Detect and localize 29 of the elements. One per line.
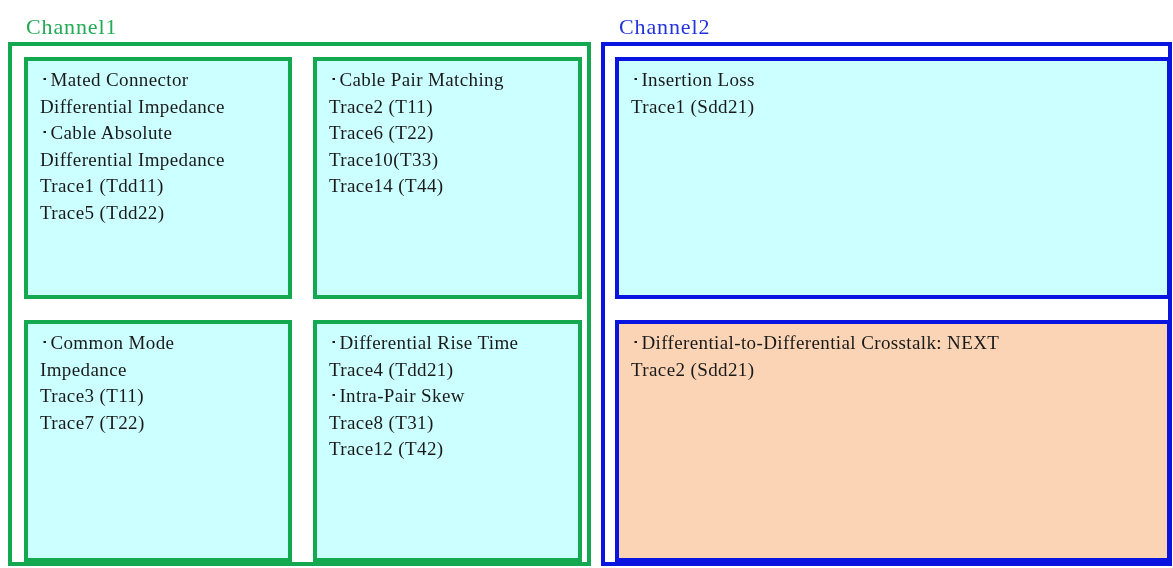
measurement-text: Trace2 (T11) bbox=[329, 94, 434, 119]
measurement-text: Trace14 (T44) bbox=[329, 174, 445, 198]
measurement-text: Trace3 (T11) bbox=[40, 384, 145, 408]
measurement-text: Trace1 (Tdd11) bbox=[40, 174, 165, 198]
measurement-box bbox=[313, 320, 582, 562]
measurement-text: ･Common Mode Impedance bbox=[40, 331, 176, 382]
measurement-box bbox=[615, 57, 1171, 299]
measurement-text: Trace6 (T22) bbox=[329, 121, 435, 145]
measurement-text: ･Mated Connector Differential Impedance bbox=[40, 68, 226, 119]
measurement-text: ･Cable Absolute Differential Impedance bbox=[40, 121, 226, 172]
channel-heading: Channel1 bbox=[26, 13, 118, 41]
measurement-text: Trace7 (T22) bbox=[40, 410, 146, 435]
measurement-text: ･Differential Rise Time bbox=[329, 331, 520, 355]
measurement-box bbox=[313, 57, 582, 299]
measurement-text: ･Insertion Loss bbox=[631, 68, 756, 92]
measurement-box bbox=[615, 320, 1171, 562]
measurement-box bbox=[24, 320, 292, 562]
measurement-text: Trace1 (Sdd21) bbox=[631, 94, 756, 119]
measurement-text: ･Intra-Pair Skew bbox=[329, 384, 466, 408]
measurement-text: ･Differential-to-Differential Crosstalk: NEXT bbox=[631, 331, 1001, 355]
measurement-box bbox=[24, 57, 292, 299]
measurement-text: Trace4 (Tdd21) bbox=[329, 357, 455, 382]
measurement-text: Trace5 (Tdd22) bbox=[40, 200, 166, 225]
channel-heading: Channel2 bbox=[619, 13, 711, 41]
measurement-text: Trace2 (Sdd21) bbox=[631, 357, 756, 382]
measurement-text: Trace10(T33) bbox=[329, 147, 440, 172]
measurement-text: Trace12 (T42) bbox=[329, 437, 445, 461]
measurement-text: ･Cable Pair Matching bbox=[329, 68, 505, 92]
measurement-text: Trace8 (T31) bbox=[329, 410, 435, 435]
